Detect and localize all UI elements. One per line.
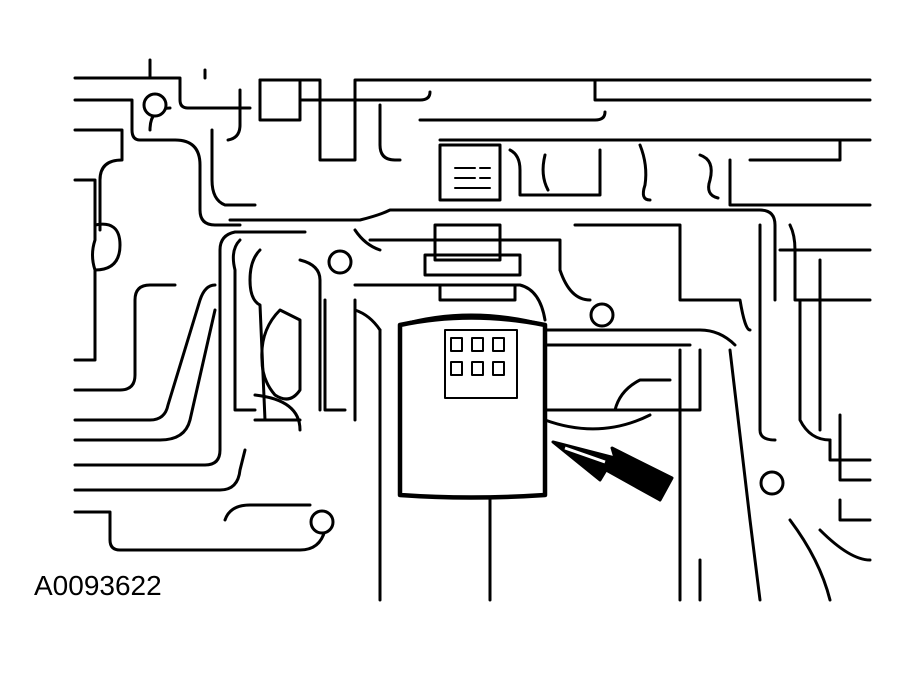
figure-reference-code: A0093622 <box>34 570 162 601</box>
solenoid-housing <box>353 143 547 602</box>
valve-body-passages-left <box>73 58 327 552</box>
bolt-holes <box>142 92 785 535</box>
valve-body-passages-right <box>678 348 872 602</box>
bolt-hole <box>589 302 615 328</box>
connector-pins <box>450 337 505 376</box>
bolt-hole <box>142 92 168 118</box>
solenoid-connector <box>397 313 548 500</box>
bolt-hole <box>759 470 785 496</box>
bolt-hole <box>309 509 335 535</box>
callout-arrow <box>551 440 674 502</box>
kidney-passage <box>248 248 347 422</box>
valve-body-passages-middle <box>228 208 872 482</box>
valve-body-passages-top <box>258 78 872 207</box>
bolt-hole <box>327 249 353 275</box>
